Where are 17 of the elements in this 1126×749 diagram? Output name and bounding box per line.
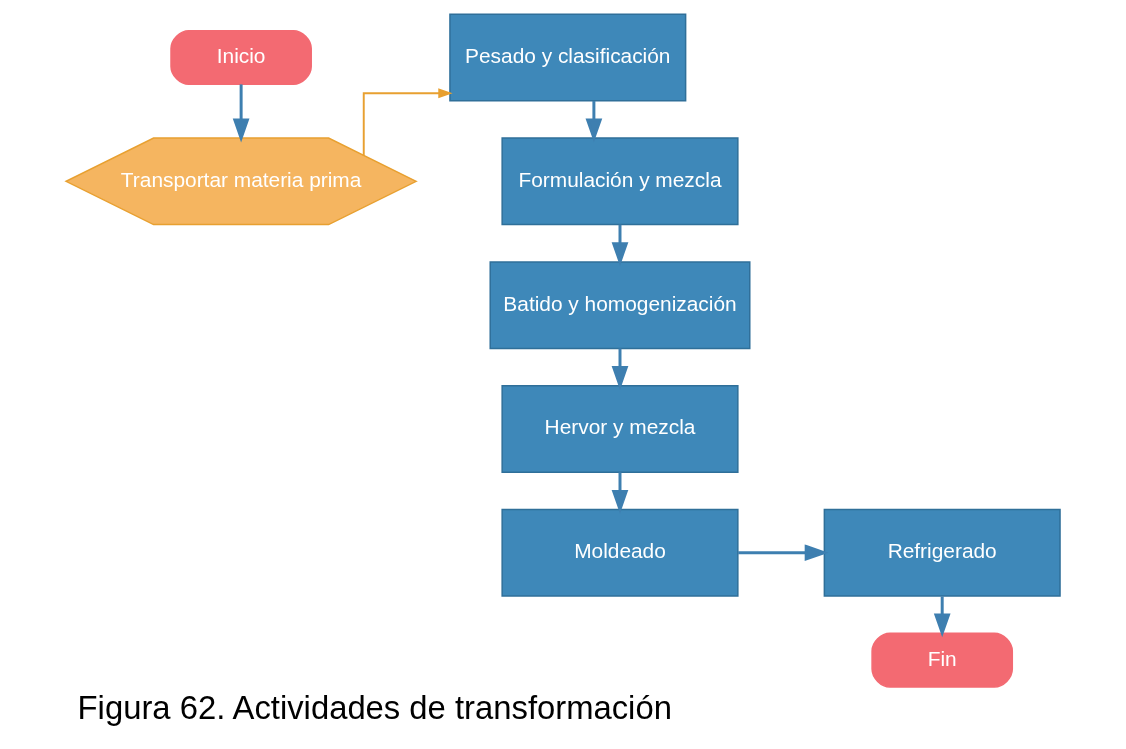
node-box: Inicio [170,29,312,86]
node-box: Pesado y clasificación [449,13,687,102]
node-box: Refrigerado [823,508,1061,597]
arrow [933,596,951,638]
node-box: Moldeado [501,508,739,597]
node-box: Formulación y mezcla [501,137,739,226]
arrow [585,100,603,143]
arrow [611,224,629,267]
caption: Figura 62. Actividades de transformación [77,689,672,727]
arrow [611,348,629,390]
arrow [362,88,453,157]
arrow [611,472,629,514]
arrow [738,544,829,562]
node-box: Batido y homogenización [489,261,751,350]
node-box: Hervor y mezcla [501,384,739,473]
node-box: Fin [871,632,1014,688]
arrow [232,84,250,143]
